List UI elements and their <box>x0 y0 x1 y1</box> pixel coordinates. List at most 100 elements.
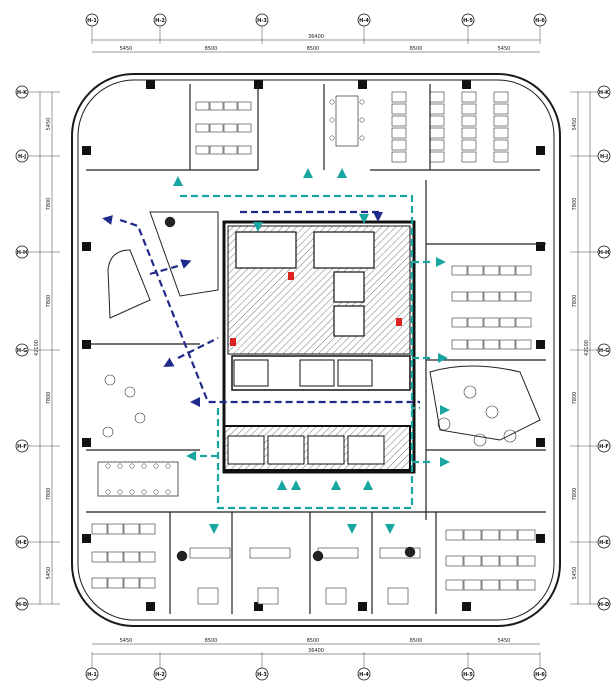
desk <box>445 555 464 567</box>
axis-label-top: H-2 <box>155 18 165 24</box>
dim-right-segment: 7800 <box>572 295 578 308</box>
dim-left-segment: 5450 <box>46 118 52 131</box>
desk <box>209 145 224 155</box>
desk <box>483 317 500 328</box>
column <box>358 602 367 611</box>
axis-label-left: H-K <box>17 90 28 96</box>
lobby-forms <box>107 211 541 441</box>
desk <box>461 91 477 103</box>
desk <box>429 139 445 151</box>
dim-left-segment: 7800 <box>46 392 52 405</box>
desk <box>499 339 516 350</box>
arrow-teal <box>438 353 448 363</box>
axis-label-left: H-J <box>18 154 26 160</box>
building-core <box>222 220 416 474</box>
desk <box>493 127 509 139</box>
stair-2 <box>313 231 375 269</box>
chair <box>105 463 111 469</box>
left-axis-labels: H-KH-JH-HH-GH-FH-EH-D <box>15 85 60 611</box>
column <box>462 602 471 611</box>
round-table <box>124 386 136 398</box>
round-table <box>104 374 116 386</box>
desk <box>139 551 156 563</box>
arrow-teal <box>186 451 196 461</box>
desk <box>91 551 108 563</box>
shaft-1 <box>333 271 365 303</box>
desk <box>451 265 468 276</box>
axis-label-left: H-G <box>17 348 27 354</box>
circulation-routes <box>102 168 450 534</box>
desk <box>391 127 407 139</box>
plant <box>176 550 188 562</box>
chair <box>153 489 159 495</box>
arrow-blue <box>180 259 192 269</box>
desk <box>237 123 252 133</box>
desk <box>463 579 482 591</box>
elevator-5 <box>267 435 305 465</box>
desk <box>461 127 477 139</box>
dim-right-segment: 7800 <box>572 198 578 211</box>
axis-label-left: H-E <box>17 540 27 546</box>
arrow-blue <box>102 215 113 225</box>
arrow-teal <box>440 405 450 415</box>
axis-label-top: H-1 <box>87 18 97 24</box>
axis-label-top: H-3 <box>257 18 267 24</box>
desk <box>391 151 407 163</box>
arrow-teal <box>173 176 183 186</box>
desk <box>107 577 124 589</box>
desk <box>123 577 140 589</box>
chair <box>117 489 123 495</box>
column <box>462 80 471 89</box>
column <box>536 340 545 349</box>
column <box>82 534 91 543</box>
column <box>358 80 367 89</box>
axis-label-bottom: H-5 <box>463 672 473 678</box>
dim-top-segment: 8500 <box>205 46 218 52</box>
column <box>536 534 545 543</box>
desk <box>467 265 484 276</box>
column <box>146 602 155 611</box>
meeting-table <box>335 95 359 147</box>
desk <box>445 529 464 541</box>
chair <box>329 99 335 105</box>
arrow-teal <box>331 480 341 490</box>
dim-top-segment: 8500 <box>410 46 423 52</box>
column <box>82 438 91 447</box>
desk <box>223 145 238 155</box>
arrow-teal <box>359 214 369 224</box>
desk <box>429 103 445 115</box>
dim-bottom-segment: 5450 <box>120 638 133 644</box>
desk <box>451 317 468 328</box>
chair <box>153 463 159 469</box>
axis-label-top: H-4 <box>359 18 369 24</box>
desk <box>483 291 500 302</box>
route-blue-branch <box>149 264 179 276</box>
arrow-blue <box>190 397 200 407</box>
arrow-teal <box>436 257 446 267</box>
chair <box>165 463 171 469</box>
axis-label-right: H-J <box>600 154 608 160</box>
desk <box>195 145 210 155</box>
desk <box>463 555 482 567</box>
desk <box>481 529 500 541</box>
round-table <box>485 405 499 419</box>
column <box>536 146 545 155</box>
desk <box>195 101 210 111</box>
meeting-table-large <box>97 461 179 497</box>
desk <box>391 139 407 151</box>
chair <box>141 463 147 469</box>
plant <box>312 550 324 562</box>
round-table <box>503 429 517 443</box>
desk <box>123 523 140 535</box>
axis-label-right: H-H <box>599 250 609 256</box>
office-desk <box>379 547 421 559</box>
desk <box>429 127 445 139</box>
desk <box>391 91 407 103</box>
elevator-3 <box>337 359 373 387</box>
arrow-blue <box>373 212 383 222</box>
red-mark-1 <box>230 338 236 346</box>
axis-label-top: H-5 <box>463 18 473 24</box>
chair <box>359 117 365 123</box>
dim-top-total: 36400 <box>308 34 324 40</box>
